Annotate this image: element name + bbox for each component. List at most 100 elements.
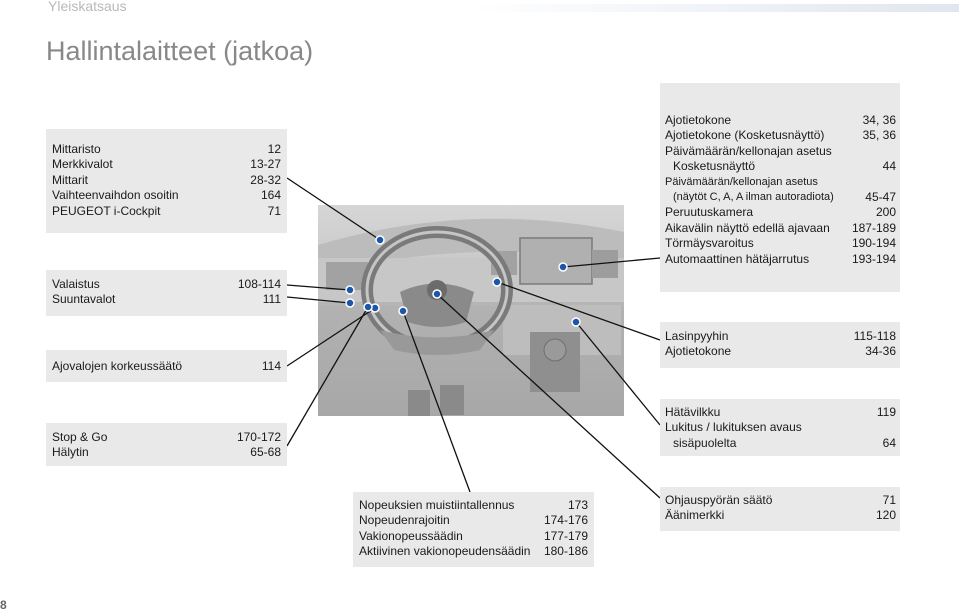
index-ref: 71 [882, 493, 896, 507]
index-ref: 35, 36 [862, 128, 896, 143]
index-label: Valaistus [52, 277, 100, 291]
index-row: Ohjauspyörän säätö 71 [665, 493, 896, 508]
index-label: Aikavälin näyttö edellä ajavaan [665, 220, 830, 235]
index-row: Nopeudenrajoitin 174-176 [359, 513, 588, 528]
callout-hazard: Hätävilkku 119 Lukitus / lukituksen avaus… [660, 399, 900, 456]
index-ref: 170-172 [236, 430, 281, 444]
callout-lighting: Valaistus 108-114 Suuntavalot 111 [46, 270, 287, 316]
index-label: Lukitus / lukituksen avaus [665, 420, 802, 435]
index-label: Peruutuskamera [665, 205, 754, 220]
index-ref: 200 [875, 205, 896, 220]
index-label: Nopeudenrajoitin [359, 513, 450, 528]
header-bar [470, 4, 959, 12]
index-label: Vaihteenvaihdon osoitin [52, 188, 179, 203]
index-ref: 174-176 [543, 513, 588, 528]
index-row: Nopeuksien muistiintallennus 173 [359, 498, 588, 513]
index-row: Merkkivalot 13-27 [52, 157, 281, 172]
index-ref: 28-32 [250, 172, 281, 187]
index-label: Ajotietokone [665, 113, 732, 127]
index-label: Ohjauspyörän säätö [665, 493, 773, 507]
index-label: Ajotietokone [665, 344, 732, 359]
index-ref: 193-194 [851, 251, 896, 266]
index-ref: 108-114 [237, 277, 281, 291]
index-row: Stop & Go 170-172 [52, 430, 281, 445]
index-ref: 34-36 [865, 344, 896, 359]
index-label: Äänimerkki [665, 508, 725, 523]
index-label: Vakionopeussäädin [359, 528, 463, 543]
index-row: Valaistus 108-114 [52, 277, 281, 292]
callout-trip-computer: Ajotietokone 34, 36 Ajotietokone (Kosketu… [660, 83, 900, 292]
index-row: Ajovalojen korkeussäätö 114 [52, 359, 281, 374]
index-row: Vaihteenvaihdon osoitin 164 [52, 188, 281, 203]
page-number: 8 [0, 598, 7, 612]
index-label: Aktiivinen vakionopeudensäädin [359, 544, 531, 559]
callout-speed-functions: Nopeuksien muistiintallennus 173 Nopeuden… [353, 492, 594, 567]
index-ref: 164 [260, 188, 281, 203]
index-ref: 173 [567, 498, 588, 512]
index-ref: 34, 36 [862, 113, 896, 127]
index-ref: 13-27 [250, 157, 281, 172]
section-header: Yleiskatsaus [48, 0, 127, 14]
index-label: sisäpuolelta [673, 435, 737, 450]
index-label: Merkkivalot [52, 157, 113, 172]
index-label: Lasinpyyhin [665, 329, 729, 343]
index-label: Päivämäärän/kellonajan asetus [665, 143, 832, 158]
index-row: Peruutuskamera 200 [665, 205, 896, 220]
page-title: Hallintalaitteet (jatkoa) [46, 36, 314, 66]
index-ref: 65-68 [250, 445, 281, 460]
index-row: Ajotietokone 34-36 [665, 344, 896, 359]
callout-instruments: Mittaristo 12 Merkkivalot 13-27 Mittarit 28… [46, 129, 287, 233]
index-label: PEUGEOT i-Cockpit [52, 203, 161, 218]
index-label: (näytöt C, A, A ilman autoradiota) [673, 191, 834, 204]
index-label: Päivämäärän/kellonajan asetus [665, 175, 818, 188]
index-ref: 119 [876, 405, 896, 419]
index-ref: 187-189 [851, 220, 896, 235]
index-row: Mittarit 28-32 [52, 173, 281, 188]
index-label: Nopeuksien muistiintallennus [359, 498, 515, 512]
callout-wipers: Lasinpyyhin 115-118 Ajotietokone 34-36 [660, 322, 900, 368]
index-label: Stop & Go [52, 430, 108, 444]
index-label: Suuntavalot [52, 292, 116, 307]
index-row: Automaattinen hätäjarrutus 193-194 [665, 252, 896, 267]
index-row: Mittaristo 12 [52, 142, 281, 157]
index-label: Mittaristo [52, 142, 101, 156]
index-label: Ajovalojen korkeussäätö [52, 359, 183, 373]
index-row: Ajotietokone (Kosketusnäyttö) 35, 36 [665, 128, 896, 143]
index-ref: 180-186 [543, 544, 588, 559]
index-ref: 177-179 [543, 528, 588, 543]
index-row: Lasinpyyhin 115-118 [665, 329, 896, 344]
index-row: Aktiivinen vakionopeudensäädin 180-186 [359, 544, 588, 559]
index-ref: 44 [882, 159, 896, 174]
index-ref: 111 [262, 292, 281, 307]
index-row: Aikavälin näyttö edellä ajavaan 187-189 [665, 221, 896, 236]
index-label: Hätävilkku [665, 405, 721, 419]
index-label: Hälytin [52, 445, 89, 460]
index-row: Vakionopeussäädin 177-179 [359, 529, 588, 544]
callout-stop-go: Stop & Go 170-172 Hälytin 65-68 [46, 423, 287, 466]
index-label: Törmäysvaroitus [665, 236, 754, 251]
index-ref: 12 [267, 142, 281, 156]
index-row: (näytöt C, A, A ilman autoradiota) 45-47 [665, 190, 896, 205]
callout-headlamp-adjust: Ajovalojen korkeussäätö 114 [46, 350, 287, 382]
index-row: Suuntavalot 111 [52, 292, 281, 307]
index-ref: 64 [882, 435, 896, 450]
index-ref: 45-47 [865, 190, 896, 205]
index-row: Ajotietokone 34, 36 [665, 113, 896, 128]
index-row: Hätävilkku 119 [665, 405, 896, 420]
callout-steering: Ohjauspyörän säätö 71 Äänimerkki 120 [660, 487, 900, 531]
index-ref: 71 [267, 203, 281, 218]
index-label: Ajotietokone (Kosketusnäyttö) [665, 128, 825, 143]
index-label: Mittarit [52, 172, 88, 187]
index-row: Kosketusnäyttö 44 [665, 159, 896, 174]
index-row: sisäpuolelta 64 [665, 436, 896, 451]
screen-shape [519, 237, 593, 285]
index-label: Kosketusnäyttö [673, 159, 756, 174]
index-row: Äänimerkki 120 [665, 508, 896, 523]
index-ref: 114 [261, 359, 281, 373]
index-row: PEUGEOT i-Cockpit 71 [52, 204, 281, 219]
index-ref: 120 [875, 508, 896, 523]
index-label: Automaattinen hätäjarrutus [665, 251, 810, 266]
index-ref: 115-118 [853, 329, 896, 343]
